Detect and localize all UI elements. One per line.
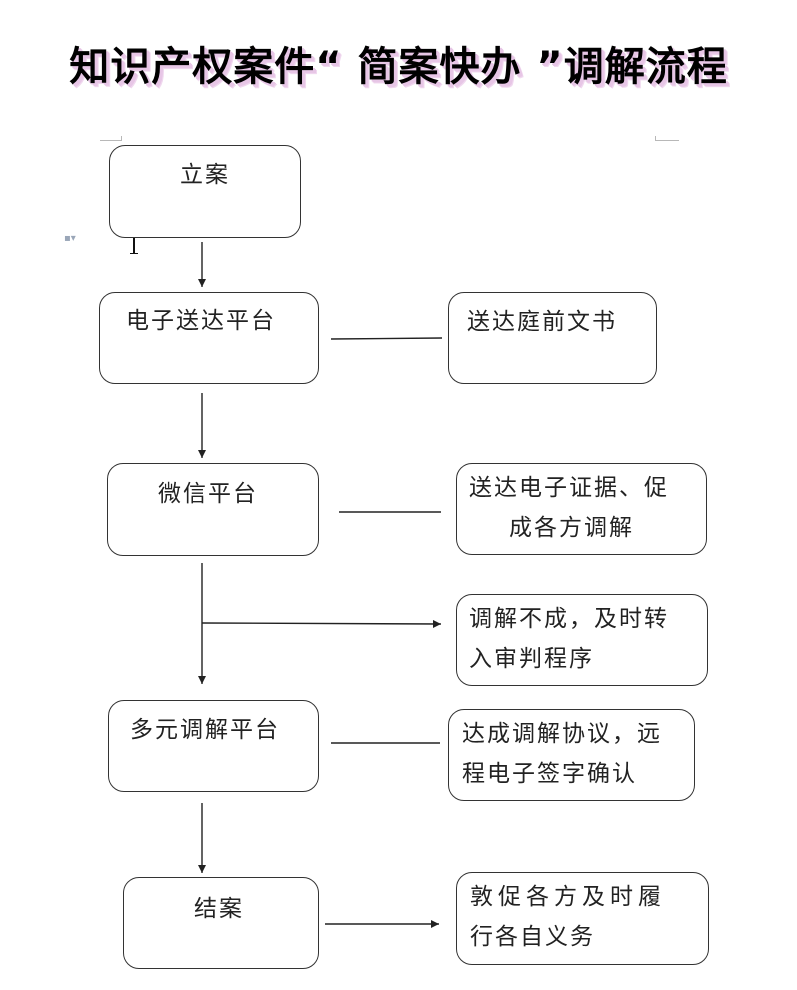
note-evidence-box: 送达电子证据、促 成各方调解 [456,463,707,555]
note-obligation-line2: 行各自义务 [470,924,595,950]
crop-mark-top-left-v [121,136,122,141]
paragraph-marker-icon: ▪▾ [64,233,76,244]
page-title: 知识产权案件“ 简案快办 ”调解流程 [69,44,728,90]
crop-mark-top-right-v [655,136,656,141]
step-filing-box: 立案 [109,145,301,238]
note-obligation-box: 敦促各方及时履 行各自义务 [456,872,709,965]
step-edelivery-box: 电子送达平台 [99,292,319,384]
note-agreement-line1: 达成调解协议，远 [462,721,662,747]
note-pretrial-docs-label: 送达庭前文书 [467,309,617,335]
note-evidence-line2: 成各方调解 [509,515,634,541]
step-wechat-label: 微信平台 [158,481,258,507]
step-edelivery-label: 电子送达平台 [126,308,276,334]
note-fail-line1: 调解不成，及时转 [469,606,669,632]
note-pretrial-docs-box: 送达庭前文书 [448,292,657,384]
note-fail-box: 调解不成，及时转 入审判程序 [456,594,708,686]
connector-edelivery-note [330,337,443,340]
note-agreement-box: 达成调解协议，远 程电子签字确认 [448,709,695,801]
note-agreement-line2: 程电子签字确认 [462,761,637,787]
note-fail-line2: 入审判程序 [469,646,594,672]
step-diversified-box: 多元调解平台 [108,700,319,792]
note-evidence-line1: 送达电子证据、促 [469,475,669,501]
step-closing-box: 结案 [123,877,319,969]
step-wechat-box: 微信平台 [107,463,319,556]
step-filing-label: 立案 [180,162,230,188]
step-diversified-label: 多元调解平台 [130,717,280,743]
crop-mark-top-left [100,140,122,141]
crop-mark-top-right [655,140,679,141]
arrow-to-fail-note [201,619,442,628]
step-closing-label: 结案 [194,896,244,922]
note-obligation-line1: 敦促各方及时履 [470,884,666,910]
